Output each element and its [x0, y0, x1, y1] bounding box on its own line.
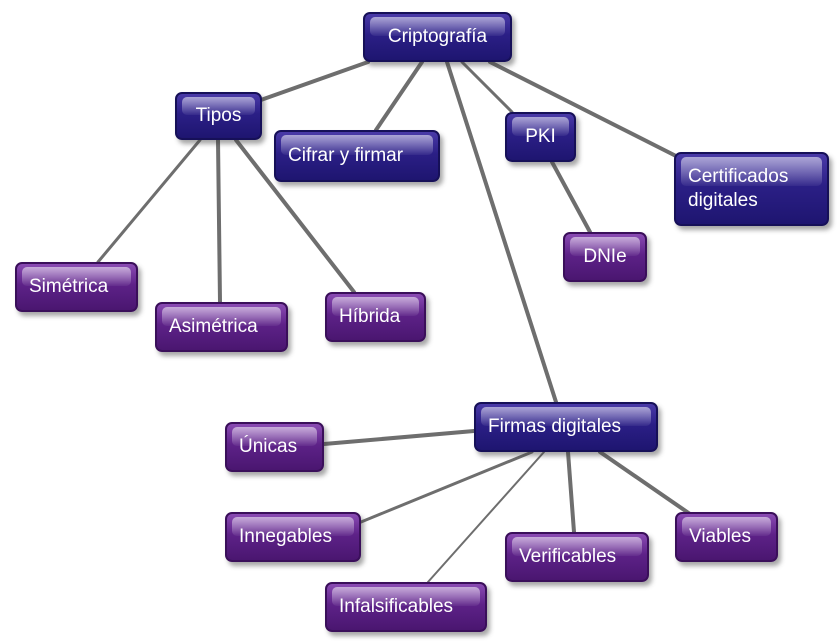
node-label: DNIe: [583, 246, 627, 267]
node-label: Verificables: [519, 546, 617, 567]
node-cifrar-y-firmar: Cifrar y firmar: [274, 130, 440, 182]
node-label: Únicas: [239, 436, 298, 457]
node-simetrica: Simétrica: [15, 262, 138, 312]
node-label: Innegables: [239, 526, 332, 547]
edge-pki-dnie: [550, 160, 592, 234]
edge-root-pki: [460, 60, 514, 114]
node-tipos: Tipos: [175, 92, 262, 140]
node-label: PKI: [525, 126, 556, 147]
node-label: Asimétrica: [169, 316, 258, 337]
node-label: Criptografía: [387, 26, 488, 47]
edge-tipos-asimetrica: [216, 138, 222, 304]
node-viables: Viables: [675, 512, 778, 562]
node-asimetrica: Asimétrica: [155, 302, 288, 352]
edge-firmas-viables: [598, 450, 692, 516]
edge-tipos-simetrica: [96, 138, 202, 264]
node-infalsificables: Infalsificables: [325, 582, 487, 632]
edge-firmas-unicas: [322, 429, 476, 446]
node-label: Viables: [689, 526, 751, 547]
node-hibrida: Híbrida: [325, 292, 426, 342]
node-label: Firmas digitales: [488, 416, 622, 437]
edge-root-cifrar: [374, 60, 424, 132]
node-pki: PKI: [505, 112, 576, 162]
node-firmas-digitales: Firmas digitales: [474, 402, 658, 452]
edge-root-tipos: [256, 60, 370, 103]
node-innegables: Innegables: [225, 512, 361, 562]
node-dnie: DNIe: [563, 232, 647, 282]
node-verificables: Verificables: [505, 532, 649, 582]
node-label: Híbrida: [339, 306, 401, 327]
node-certificados-digitales: Certificados digitales: [674, 152, 829, 226]
edge-firmas-verificables: [566, 450, 576, 534]
edge-firmas-innegables: [359, 450, 534, 524]
edge-firmas-infalsificables: [427, 451, 545, 583]
edge-root-certificados: [488, 60, 678, 158]
edge-tipos-hibrida: [234, 138, 356, 294]
node-unicas: Únicas: [225, 422, 324, 472]
node-label: Infalsificables: [339, 596, 454, 617]
node-label: Tipos: [195, 105, 242, 126]
node-label: Simétrica: [29, 276, 109, 297]
edge-root-firmas: [445, 60, 558, 404]
node-criptografia: Criptografía: [363, 12, 512, 62]
node-label: Certificados digitales: [688, 166, 789, 211]
node-label: Cifrar y firmar: [288, 145, 404, 166]
